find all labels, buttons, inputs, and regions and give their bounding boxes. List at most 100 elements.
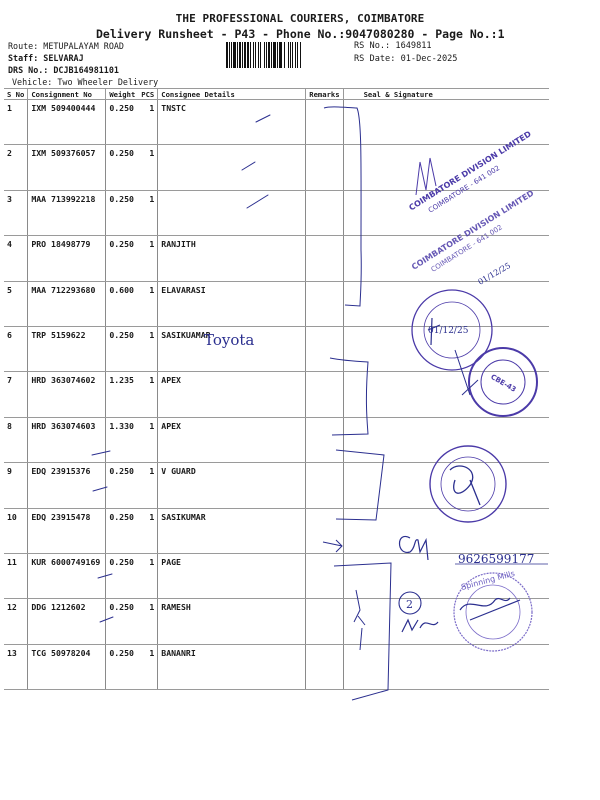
cell-weight: 0.250 xyxy=(105,144,139,191)
col-consignment: Consignment No xyxy=(27,88,106,100)
cell-weight: 0.600 xyxy=(105,281,139,327)
cell-sno: 7 xyxy=(4,371,28,418)
cell-seal-signature xyxy=(342,190,550,237)
barcode-bar xyxy=(300,42,302,68)
col-pcs: PCS xyxy=(138,88,158,100)
col-consignee: Consignee Details xyxy=(157,88,306,100)
barcode-bar xyxy=(239,42,242,68)
barcode-bar xyxy=(273,42,277,68)
col-remarks: Remarks xyxy=(305,88,344,100)
runsheet-subtitle: Delivery Runsheet - P43 - Phone No.:9047… xyxy=(96,27,505,41)
cell-sno: 9 xyxy=(4,462,28,509)
barcode-bar xyxy=(228,42,230,68)
barcode-bar xyxy=(284,42,286,68)
barcode-bar xyxy=(301,42,304,68)
cell-consignment: EDQ 23915478 xyxy=(27,508,106,554)
cell-seal-signature xyxy=(342,598,550,645)
cell-pcs: 1 xyxy=(138,371,158,418)
cell-remarks xyxy=(305,190,344,237)
table-header-row: S No Consignment No Weight PCS Consignee… xyxy=(4,88,550,100)
cell-remarks xyxy=(305,598,344,645)
barcode-bar xyxy=(231,42,233,68)
cell-pcs: 1 xyxy=(138,417,158,464)
cell-pcs: 1 xyxy=(138,190,158,237)
cell-seal-signature xyxy=(342,99,550,146)
barcode-bar xyxy=(294,42,296,68)
cell-remarks xyxy=(305,99,344,146)
cell-consignee: PAGE xyxy=(157,553,306,600)
barcode-bar xyxy=(268,42,270,68)
runsheet-table: S No Consignment No Weight PCS Consignee… xyxy=(4,88,550,691)
barcode-bar xyxy=(266,42,268,68)
cell-consignment: IXM 509376057 xyxy=(27,144,106,191)
cell-sno: 10 xyxy=(4,508,28,554)
barcode-bar xyxy=(260,42,261,68)
barcode-bar xyxy=(289,42,292,68)
cell-consignment: IXM 509400444 xyxy=(27,99,106,146)
cell-remarks xyxy=(305,553,344,600)
cell-consignment: TCG 50978204 xyxy=(27,644,106,691)
barcode xyxy=(226,42,351,68)
cell-weight: 0.250 xyxy=(105,326,139,373)
cell-remarks xyxy=(305,371,344,418)
cell-weight: 1.330 xyxy=(105,417,139,464)
barcode-bar xyxy=(254,42,257,68)
company-title: THE PROFESSIONAL COURIERS, COIMBATORE xyxy=(175,12,425,25)
staff-label: Staff: SELVARAJ xyxy=(8,53,84,63)
cell-weight: 0.250 xyxy=(105,644,139,691)
cell-pcs: 1 xyxy=(138,281,158,327)
cell-sno: 13 xyxy=(4,644,28,691)
cell-seal-signature xyxy=(342,462,550,509)
barcode-bar xyxy=(263,42,265,68)
cell-seal-signature xyxy=(342,508,550,554)
barcode-bar xyxy=(270,42,272,68)
barcode-bar xyxy=(226,42,228,68)
cell-consignee: V GUARD xyxy=(157,462,306,509)
cell-weight: 0.250 xyxy=(105,99,139,146)
barcode-bar xyxy=(258,42,260,68)
cell-remarks xyxy=(305,508,344,554)
cell-remarks xyxy=(305,281,344,327)
cell-remarks xyxy=(305,235,344,282)
cell-consignment: TRP 5159622 xyxy=(27,326,106,373)
cell-pcs: 1 xyxy=(138,326,158,373)
cell-sno: 1 xyxy=(4,99,28,146)
barcode-bar xyxy=(281,42,283,68)
cell-remarks xyxy=(305,644,344,691)
cell-consignee xyxy=(157,190,306,237)
cell-seal-signature xyxy=(342,326,550,373)
cell-pcs: 1 xyxy=(138,553,158,600)
cell-weight: 0.250 xyxy=(105,553,139,600)
cell-weight: 0.250 xyxy=(105,190,139,237)
barcode-bar xyxy=(278,42,281,68)
cell-seal-signature xyxy=(342,371,550,418)
cell-consignee: SASIKUAMAR xyxy=(157,326,306,373)
cell-pcs: 1 xyxy=(138,598,158,645)
barcode-bar xyxy=(292,42,294,68)
cell-remarks xyxy=(305,462,344,509)
cell-sno: 5 xyxy=(4,281,28,327)
barcode-bar xyxy=(250,42,252,68)
cell-sno: 3 xyxy=(4,190,28,237)
cell-seal-signature xyxy=(342,281,550,327)
barcode-bar xyxy=(287,42,289,68)
barcode-bar xyxy=(252,42,254,68)
cell-pcs: 1 xyxy=(138,99,158,146)
cell-seal-signature xyxy=(342,235,550,282)
route-label: Route: METUPALAYAM ROAD xyxy=(8,41,124,51)
cell-consignee: ELAVARASI xyxy=(157,281,306,327)
col-sno: S No xyxy=(4,88,28,100)
barcode-bar xyxy=(233,42,236,68)
col-weight: Weight xyxy=(105,88,139,100)
cell-pcs: 1 xyxy=(138,144,158,191)
cell-sno: 6 xyxy=(4,326,28,373)
cell-consignee: APEX xyxy=(157,371,306,418)
